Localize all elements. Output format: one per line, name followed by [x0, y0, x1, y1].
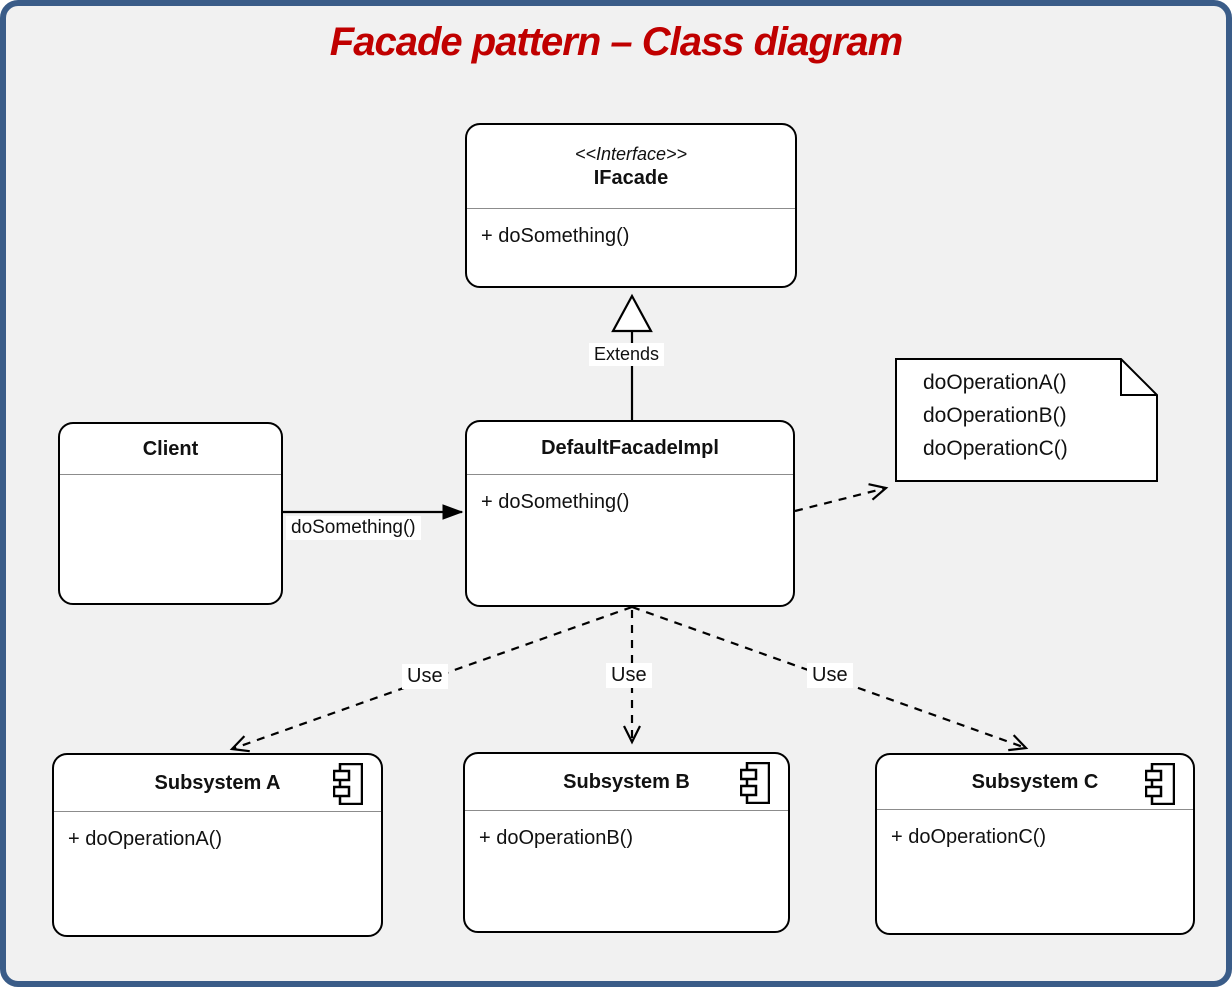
method-label: + doSomething() [481, 225, 630, 247]
method-label: + doSomething() [481, 491, 630, 513]
component-icon [1144, 762, 1176, 810]
note-line: doOperationA() [923, 371, 1067, 394]
class-body-subsystem-c: + doOperationC() [877, 810, 1193, 864]
class-box-subsystem-a: Subsystem A + doOperationA() [52, 753, 383, 937]
extends-label: Extends [589, 343, 665, 366]
note-fold-corner [1120, 359, 1157, 396]
note-line: doOperationB() [923, 404, 1067, 427]
class-header-default-facade-impl: DefaultFacadeImpl [467, 422, 793, 475]
class-box-subsystem-b: Subsystem B + doOperationB() [463, 752, 790, 933]
class-box-client: Client [58, 422, 283, 605]
component-icon [332, 762, 364, 810]
use-label-subsystem-c: Use [807, 663, 853, 688]
class-header-subsystem-b: Subsystem B [465, 754, 788, 811]
class-box-ifacade: <<Interface>> IFacade + doSomething() [465, 123, 797, 288]
class-box-subsystem-c: Subsystem C + doOperationC() [875, 753, 1195, 935]
class-body-ifacade: + doSomething() [467, 209, 795, 263]
note-text: doOperationA() doOperationB() doOperatio… [923, 366, 1068, 465]
note-line: doOperationC() [923, 437, 1068, 460]
stereotype-label: <<Interface>> [574, 143, 688, 164]
class-header-subsystem-a: Subsystem A [54, 755, 381, 812]
class-name-client: Client [142, 437, 199, 460]
class-header-client: Client [60, 424, 281, 475]
class-box-default-facade-impl: DefaultFacadeImpl + doSomething() [465, 420, 795, 607]
page-title: Facade pattern – Class diagram [329, 20, 903, 64]
class-name-ifacade: IFacade [593, 166, 669, 189]
note-box: doOperationA() doOperationB() doOperatio… [895, 358, 1158, 482]
extends-triangle-arrowhead [611, 293, 653, 333]
use-label-subsystem-b: Use [606, 663, 652, 688]
class-body-client [60, 475, 281, 503]
class-header-subsystem-c: Subsystem C [877, 755, 1193, 810]
class-name-subsystem-c: Subsystem C [971, 770, 1099, 793]
component-icon [739, 761, 771, 809]
class-name-default-facade-impl: DefaultFacadeImpl [541, 436, 719, 459]
method-label: + doOperationB() [479, 827, 633, 849]
class-body-subsystem-a: + doOperationA() [54, 812, 381, 866]
note-shape [895, 358, 1158, 482]
note-link-edge [794, 483, 889, 513]
client-call-label: doSomething() [286, 516, 421, 540]
class-header-ifacade: <<Interface>> IFacade [467, 125, 795, 209]
class-name-subsystem-b: Subsystem B [563, 770, 690, 793]
class-name-subsystem-a: Subsystem A [154, 771, 281, 794]
use-label-subsystem-a: Use [402, 664, 448, 689]
method-label: + doOperationC() [891, 826, 1047, 848]
method-label: + doOperationA() [68, 828, 222, 850]
class-body-default-facade-impl: + doSomething() [467, 475, 793, 529]
class-body-subsystem-b: + doOperationB() [465, 811, 788, 865]
